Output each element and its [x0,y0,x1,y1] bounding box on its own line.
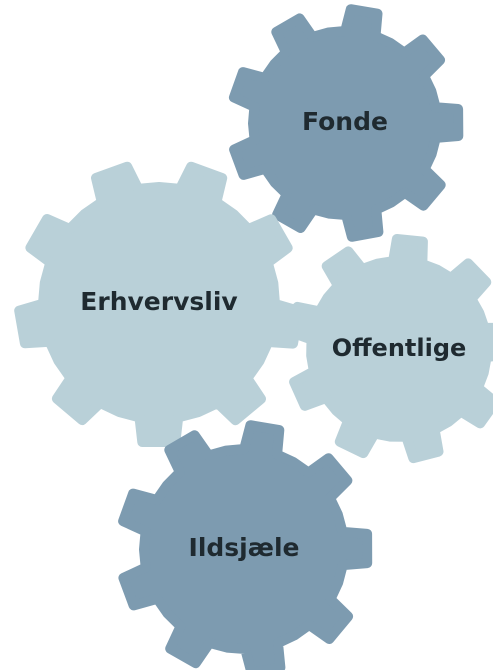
gear-fonde-label: Fonde [302,107,388,136]
gear-offentlige: Offentlige [285,234,493,464]
gear-offentlige-shape [285,234,493,464]
gear-fonde-shape [228,4,464,242]
gear-erhvervsliv-label: Erhvervsliv [80,287,237,316]
gear-ildsjaele-label: Ildsjæle [189,533,300,562]
gear-offentlige-label: Offentlige [332,334,467,362]
gear-ildsjaele-shape [118,420,373,670]
gear-fonde: Fonde [228,4,464,242]
gear-ildsjaele: Ildsjæle [118,420,373,670]
gear-erhvervsliv: Erhvervsliv [14,161,304,447]
gear-erhvervsliv-shape [14,161,304,447]
